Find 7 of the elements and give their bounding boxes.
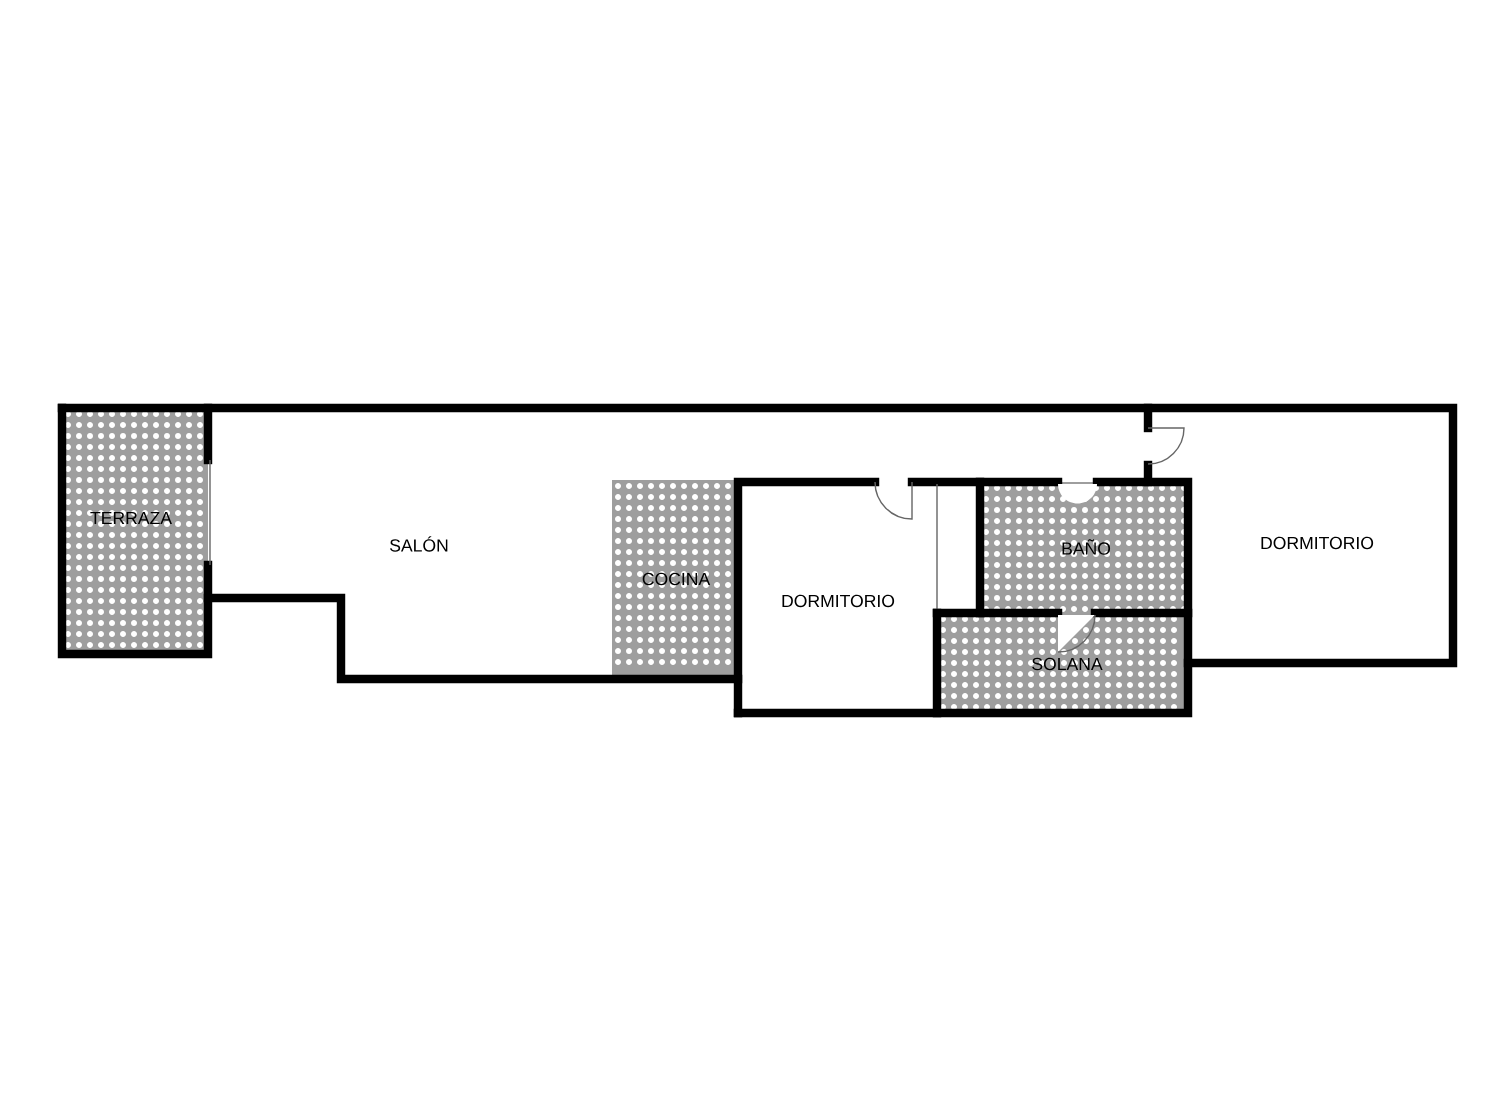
room-label: DORMITORIO — [782, 594, 895, 608]
room-label: SOLANA — [1032, 657, 1103, 671]
room-label: DORMITORIO — [1261, 536, 1374, 550]
room-label: COCINA — [642, 572, 711, 586]
room-label: BAÑO — [1062, 539, 1111, 555]
room-label: SALÓN — [390, 536, 448, 552]
room-label: TERRAZA — [90, 511, 172, 525]
